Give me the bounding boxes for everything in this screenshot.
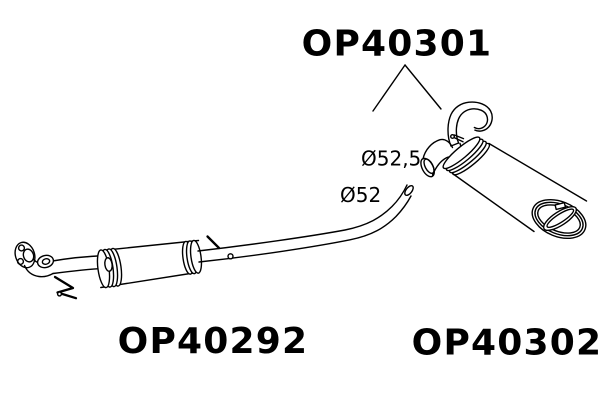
rear-hanger-bracket-outer bbox=[447, 101, 493, 147]
front-hanger-rod bbox=[53, 275, 78, 300]
callout-line-right bbox=[404, 64, 442, 110]
flange-pipe-opening bbox=[22, 248, 35, 263]
rear-hanger-pin bbox=[453, 134, 465, 143]
part-number-bottom-right: OP40302 bbox=[412, 323, 600, 364]
rear-hanger-bracket-edge bbox=[450, 142, 460, 147]
mid-pipe-weld-nub bbox=[227, 253, 234, 260]
callout-pointer-lines bbox=[372, 64, 442, 112]
rear-inlet-elbow-outer bbox=[422, 138, 454, 160]
diameter-label-rear-inlet: Ø52,5 bbox=[361, 147, 421, 171]
centre-silencer-inlet-stub bbox=[104, 257, 113, 272]
flange-bolt-hole-bottom bbox=[16, 257, 25, 266]
flange-bolt-hole-top bbox=[17, 244, 26, 252]
diameter-label-mid-pipe: Ø52 bbox=[340, 183, 381, 207]
front-pipe-bend-outer bbox=[23, 264, 54, 278]
rear-silencer bbox=[420, 101, 588, 240]
callout-line-left bbox=[372, 64, 406, 112]
rear-silencer-top-edge bbox=[488, 142, 588, 202]
part-number-top: OP40301 bbox=[302, 24, 493, 65]
part-number-bottom-left: OP40292 bbox=[118, 321, 309, 362]
front-hanger-rod-tip bbox=[56, 291, 63, 297]
centre-silencer-top-edge bbox=[105, 239, 200, 251]
mid-pipe-open-end bbox=[404, 184, 414, 197]
pipe-eye-bracket bbox=[36, 254, 55, 269]
rear-hanger-bracket-inner bbox=[455, 108, 489, 144]
tail-outlet-inner bbox=[546, 208, 575, 229]
front-pipe-bottom-edge bbox=[52, 267, 106, 275]
rear-silencer-bottom-edge bbox=[451, 172, 535, 233]
mid-pipe-top-edge bbox=[197, 184, 408, 252]
front-pipe-and-centre-silencer bbox=[14, 184, 414, 300]
centre-silencer-rear-cap-rings bbox=[181, 239, 203, 275]
mid-pipe-hanger-pin bbox=[206, 235, 221, 250]
mid-pipe-bottom-edge bbox=[198, 195, 412, 263]
tail-outlet-outer bbox=[542, 205, 578, 232]
tail-outlet-tab bbox=[554, 201, 567, 211]
rear-hanger-pin-ball bbox=[450, 133, 456, 139]
rear-inlet-lip bbox=[423, 158, 435, 175]
pipe-eye-bracket-hole bbox=[41, 258, 51, 265]
rear-silencer-front-cap-rings bbox=[442, 136, 491, 176]
